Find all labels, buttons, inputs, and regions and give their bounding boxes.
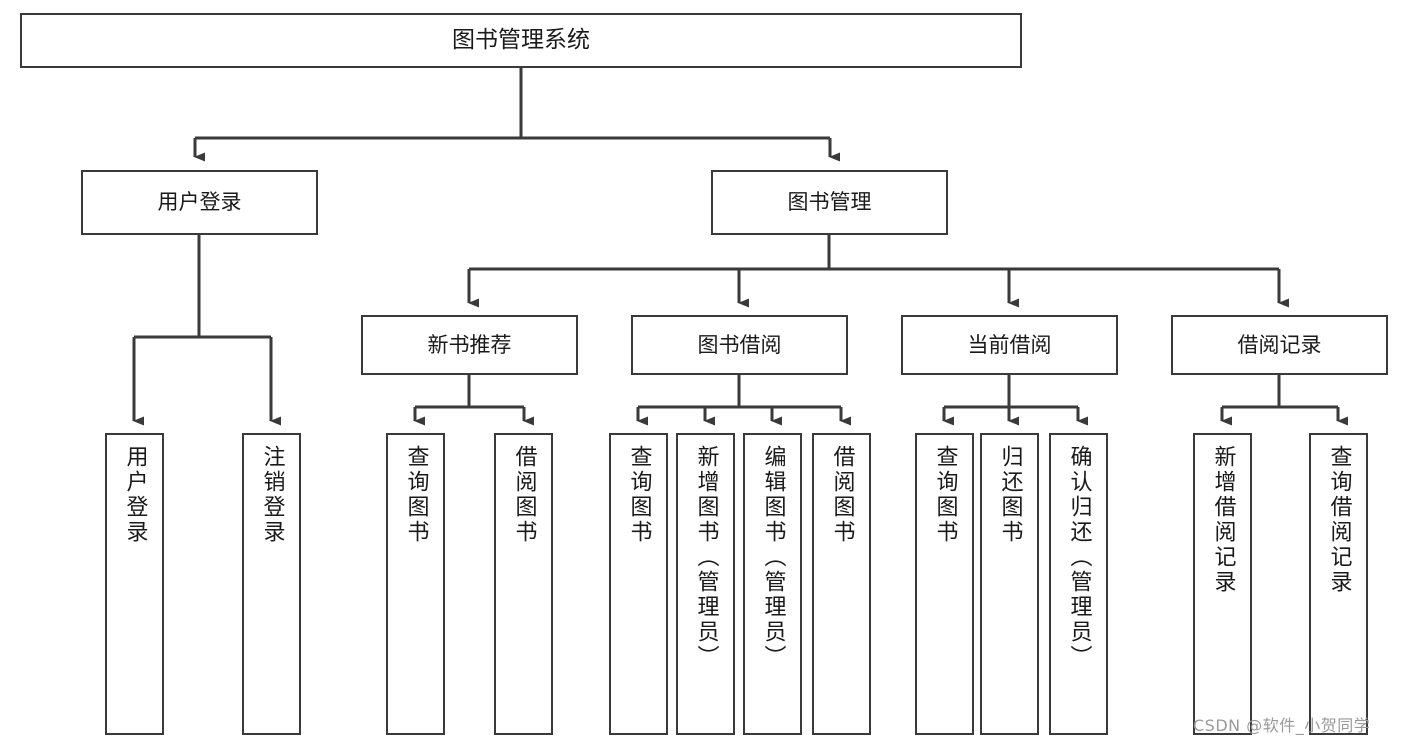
node-leaf-query-book-3[interactable]: 查询图书 <box>915 433 974 735</box>
node-label: 查询图书 <box>932 445 958 545</box>
node-book-management[interactable]: 图书管理 <box>711 170 948 235</box>
node-label: 借阅图书 <box>511 445 537 545</box>
node-leaf-query-book-1[interactable]: 查询图书 <box>386 433 445 735</box>
node-label: 归还图书 <box>997 445 1023 545</box>
node-root-book-management-system[interactable]: 图书管理系统 <box>20 13 1022 68</box>
node-label: 确认归还（管理员） <box>1066 445 1092 670</box>
node-current-borrow[interactable]: 当前借阅 <box>901 315 1118 375</box>
node-label: 新书推荐 <box>427 332 512 357</box>
node-label: 新增图书（管理员） <box>693 445 719 670</box>
node-label: 编辑图书（管理员） <box>760 445 786 670</box>
node-leaf-user-logout[interactable]: 注销登录 <box>242 433 301 735</box>
node-label: 注销登录 <box>259 445 285 545</box>
node-leaf-query-book-2[interactable]: 查询图书 <box>609 433 668 735</box>
node-leaf-query-record[interactable]: 查询借阅记录 <box>1309 433 1368 735</box>
node-label: 借阅记录 <box>1237 332 1322 357</box>
node-label: 查询借阅记录 <box>1326 445 1352 595</box>
node-leaf-edit-book[interactable]: 编辑图书（管理员） <box>743 433 802 735</box>
node-leaf-user-login[interactable]: 用户登录 <box>105 433 164 735</box>
node-label: 新增借阅记录 <box>1210 445 1236 595</box>
node-label: 用户登录 <box>122 445 148 545</box>
watermark-text: CSDN @软件_小贺同学 <box>1193 716 1371 735</box>
node-label: 图书借阅 <box>697 332 782 357</box>
node-new-book-recommend[interactable]: 新书推荐 <box>361 315 578 375</box>
node-leaf-borrow-book-2[interactable]: 借阅图书 <box>812 433 871 735</box>
node-label: 用户登录 <box>157 190 242 215</box>
node-label: 查询图书 <box>403 445 429 545</box>
node-user-login[interactable]: 用户登录 <box>81 170 318 235</box>
node-leaf-return-book[interactable]: 归还图书 <box>980 433 1039 735</box>
node-book-borrow[interactable]: 图书借阅 <box>631 315 848 375</box>
node-label: 图书管理 <box>787 190 872 215</box>
node-leaf-add-record[interactable]: 新增借阅记录 <box>1193 433 1252 735</box>
node-label: 当前借阅 <box>967 332 1052 357</box>
node-label: 图书管理系统 <box>452 27 590 54</box>
node-leaf-confirm-return[interactable]: 确认归还（管理员） <box>1049 433 1108 735</box>
node-label: 借阅图书 <box>829 445 855 545</box>
node-borrow-record[interactable]: 借阅记录 <box>1171 315 1388 375</box>
node-leaf-add-book[interactable]: 新增图书（管理员） <box>676 433 735 735</box>
node-leaf-borrow-book-1[interactable]: 借阅图书 <box>494 433 553 735</box>
node-label: 查询图书 <box>626 445 652 545</box>
